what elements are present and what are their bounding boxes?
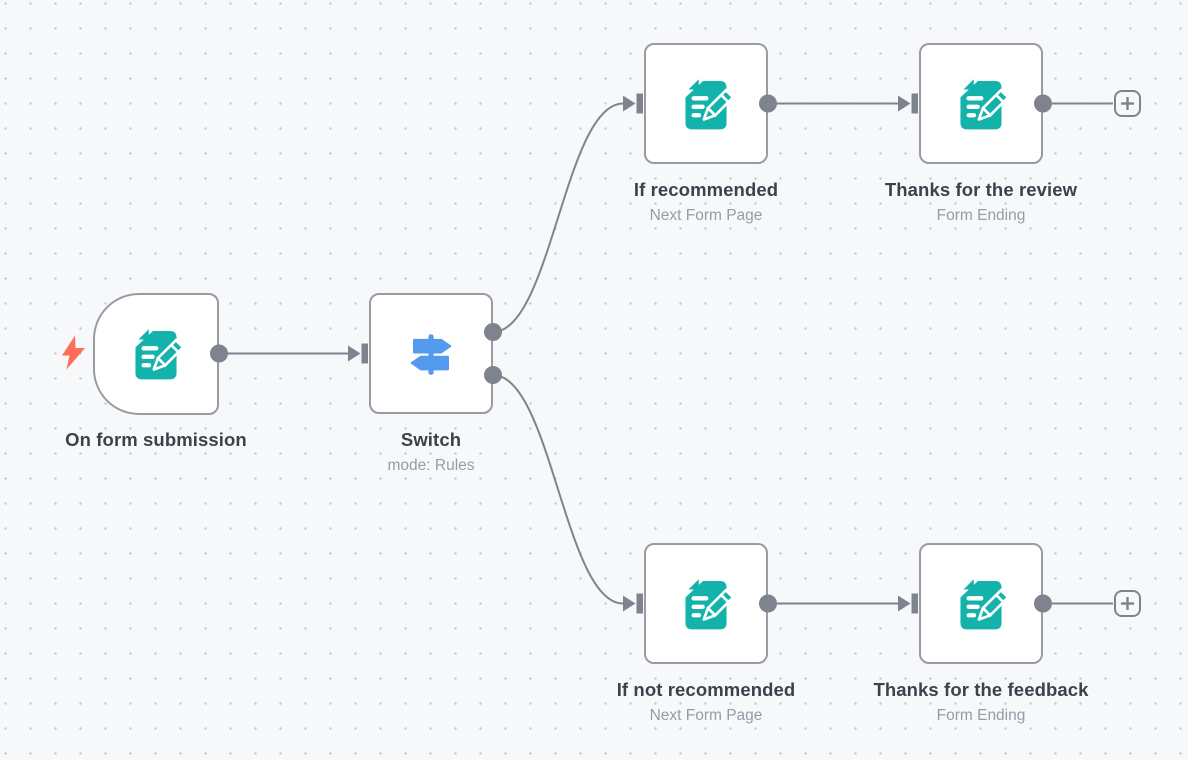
add-node-button-top[interactable] bbox=[1114, 90, 1141, 117]
node-if-recommended[interactable] bbox=[644, 43, 768, 164]
input-endpoint-thanks-for-the-feedback bbox=[898, 593, 918, 614]
signpost-icon bbox=[410, 333, 452, 375]
lightning-bolt-icon bbox=[62, 335, 85, 370]
form-document-pencil-icon bbox=[685, 78, 735, 129]
node-on-form-submission[interactable] bbox=[93, 293, 219, 415]
node-title-thanks-for-the-review: Thanks for the review bbox=[884, 179, 1078, 200]
node-title-if-recommended: If recommended bbox=[633, 179, 779, 200]
add-node-button-bottom[interactable] bbox=[1114, 590, 1141, 617]
node-subtitle-thanks-for-the-feedback: Form Ending bbox=[936, 707, 1026, 724]
node-subtitle-if-not-recommended: Next Form Page bbox=[649, 707, 763, 724]
input-endpoint-if-recommended bbox=[623, 93, 643, 114]
plus-icon bbox=[1121, 97, 1134, 110]
node-subtitle-thanks-for-the-review: Form Ending bbox=[936, 207, 1026, 224]
node-thanks-for-the-feedback[interactable] bbox=[919, 543, 1043, 664]
form-document-pencil-icon bbox=[960, 78, 1010, 129]
input-endpoint-thanks-for-the-review bbox=[898, 93, 918, 114]
node-subtitle-if-recommended: Next Form Page bbox=[649, 207, 763, 224]
plus-icon bbox=[1121, 597, 1134, 610]
node-title-if-not-recommended: If not recommended bbox=[616, 679, 796, 700]
input-endpoint-switch bbox=[348, 343, 368, 364]
form-document-pencil-icon bbox=[135, 329, 185, 380]
form-document-pencil-icon bbox=[685, 578, 735, 629]
form-document-pencil-icon bbox=[960, 578, 1010, 629]
node-title-thanks-for-the-feedback: Thanks for the feedback bbox=[873, 679, 1089, 700]
connection-switch-to-if-recommended[interactable] bbox=[492, 102, 624, 333]
node-if-not-recommended[interactable] bbox=[644, 543, 768, 664]
node-subtitle-switch: mode: Rules bbox=[387, 457, 475, 474]
input-endpoint-if-not-recommended bbox=[623, 593, 643, 614]
node-switch[interactable] bbox=[369, 293, 493, 414]
node-thanks-for-the-review[interactable] bbox=[919, 43, 1043, 164]
node-title-switch: Switch bbox=[400, 429, 462, 450]
connection-switch-to-if-not-recommended[interactable] bbox=[492, 374, 624, 605]
node-title-on-form-submission: On form submission bbox=[65, 429, 247, 450]
